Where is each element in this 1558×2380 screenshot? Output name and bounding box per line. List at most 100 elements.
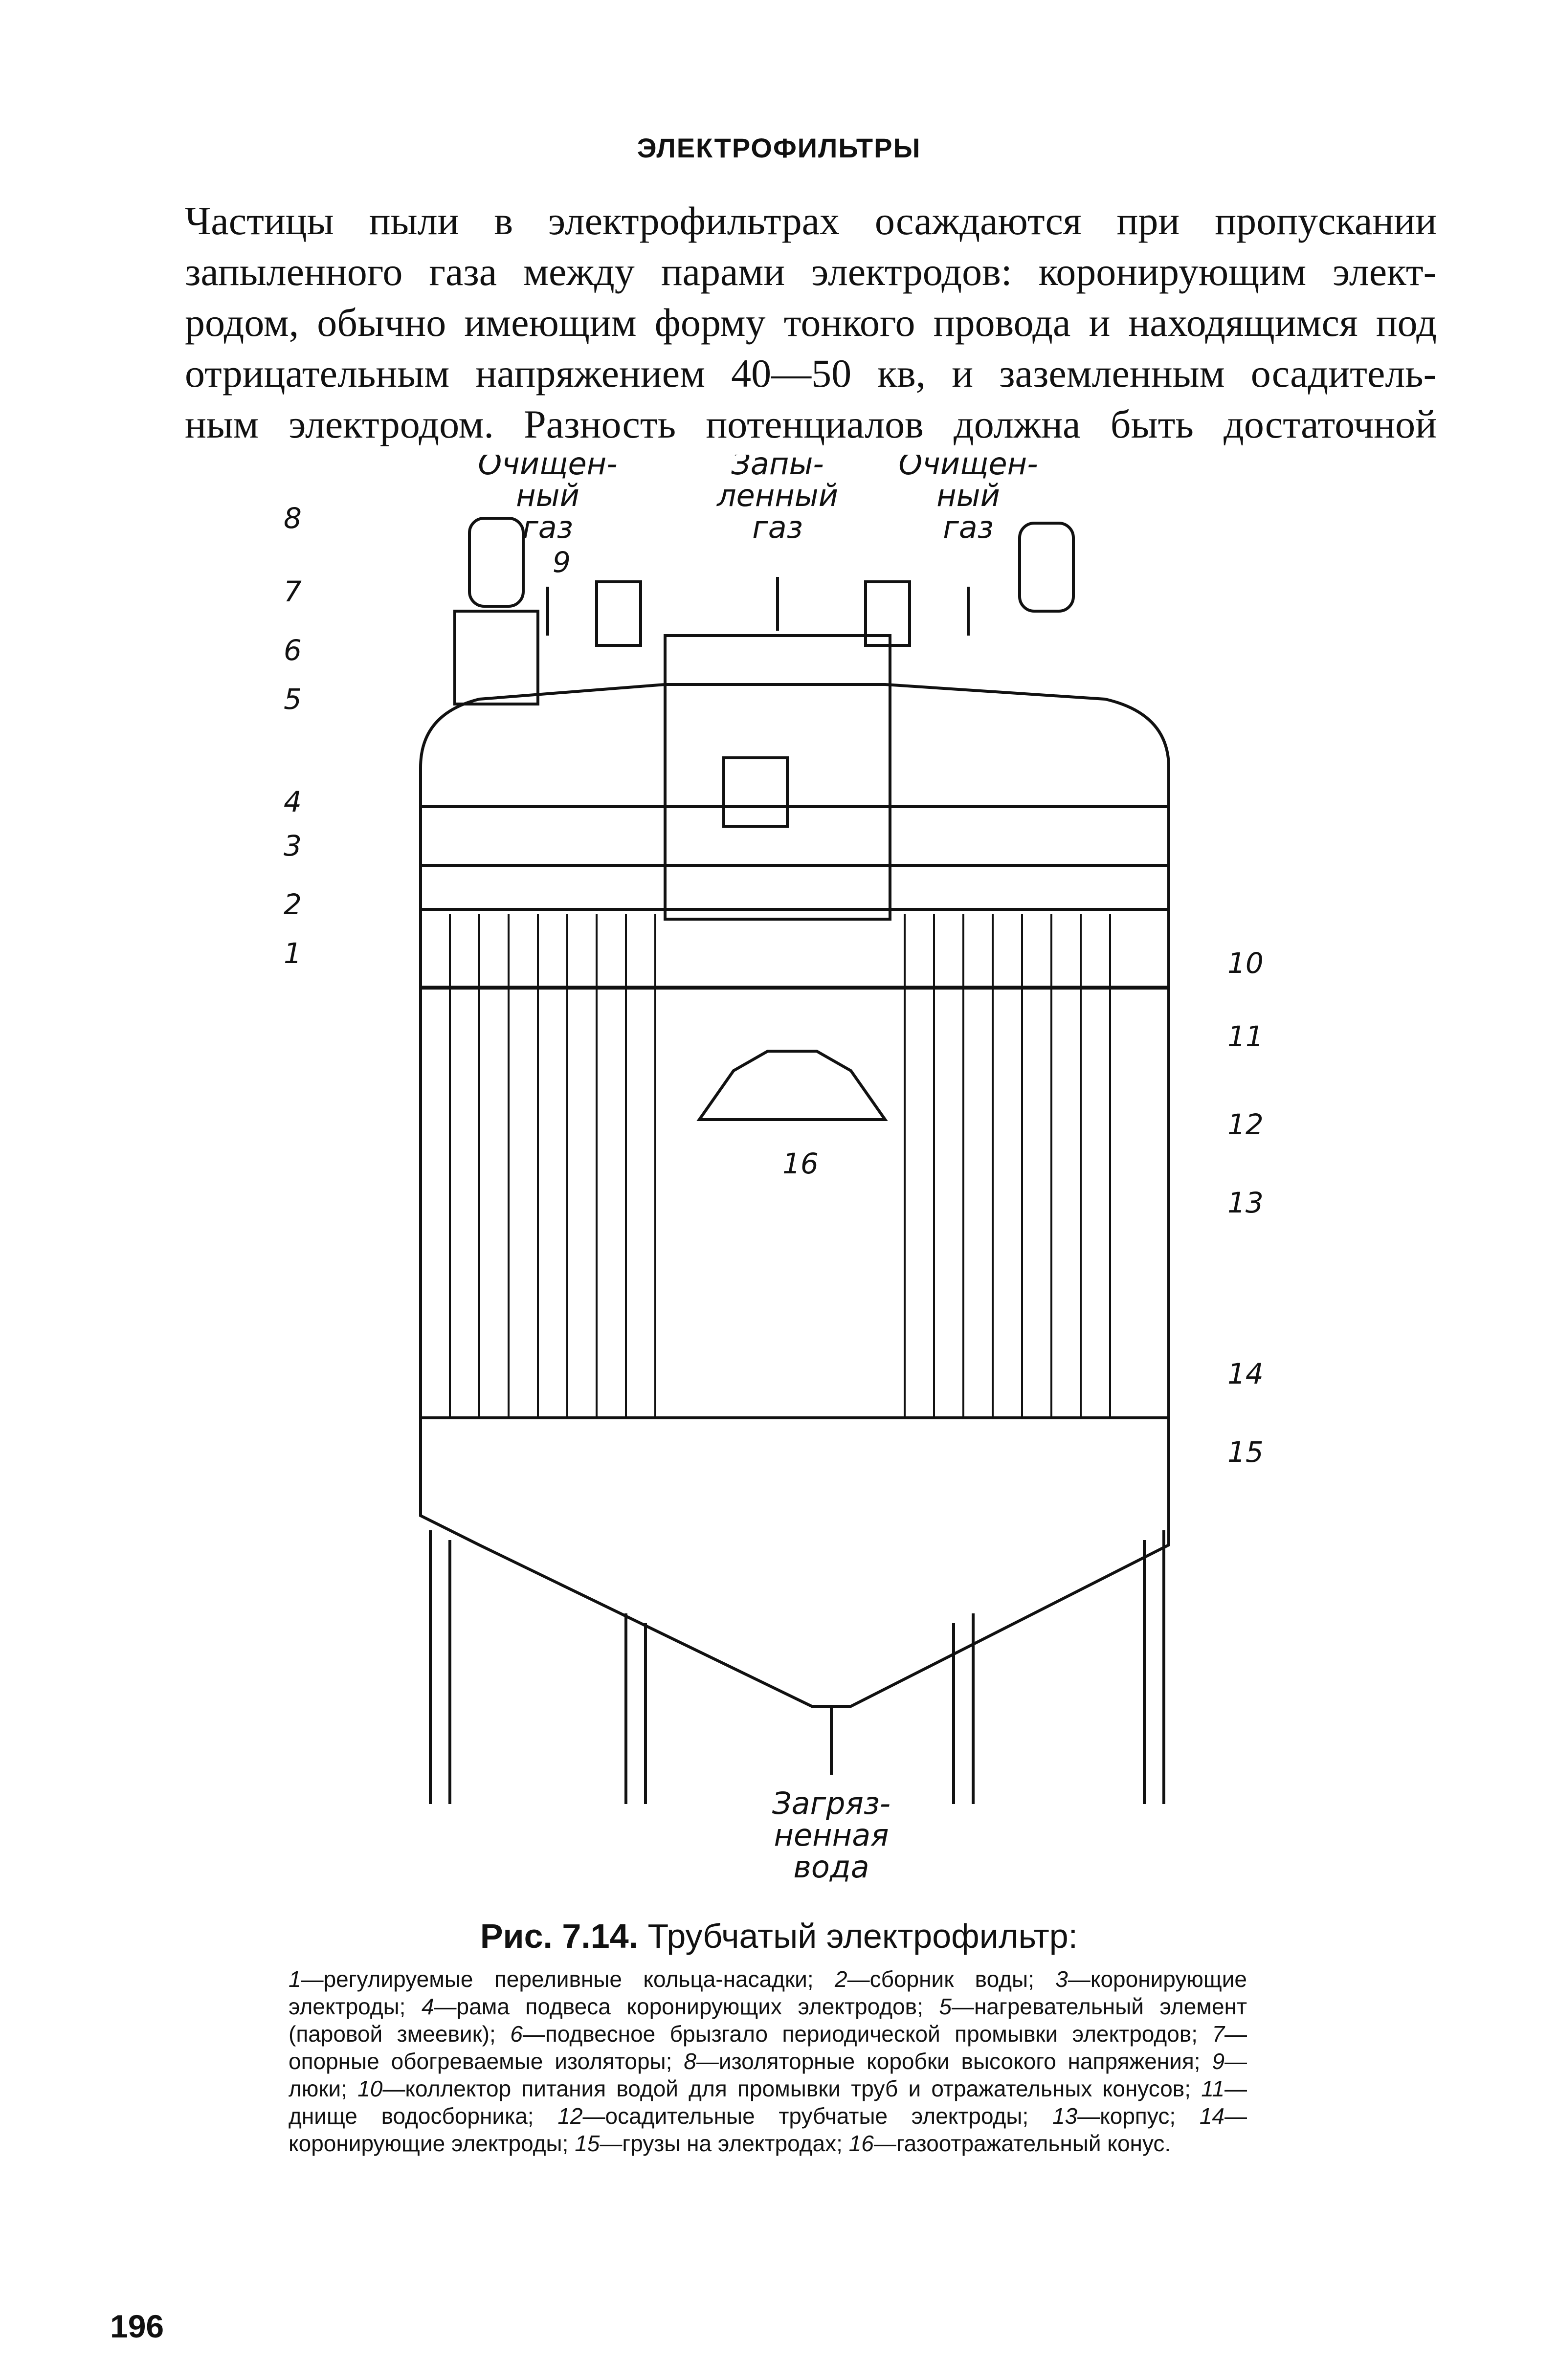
legend-num: 10 <box>357 2076 383 2101</box>
legend-item: 13—корпус; <box>1052 2103 1200 2129</box>
legend-num: 5 <box>939 1994 952 2019</box>
callout-1: 1 <box>284 937 302 970</box>
legend-item: 3—коронирующие электроды; <box>289 1966 1247 2019</box>
flow-label-line: вода <box>793 1849 869 1885</box>
hatch-left <box>595 580 642 647</box>
legend-num: 12 <box>557 2103 583 2129</box>
legend-text: —опорные обогреваемые изоляторы; <box>289 2021 1247 2074</box>
legend-text: —днище водосборника; <box>289 2076 1247 2129</box>
legend-item: 4—рама подвеса коронирующих электродов; <box>422 1994 939 2019</box>
flow-label-line: газ <box>752 509 803 545</box>
legend-item: 9—люки; <box>289 2049 1247 2101</box>
legend-item: 14—коронирующие электроды; <box>289 2103 1247 2156</box>
callout-15: 15 <box>1227 1435 1264 1469</box>
callout-9: 9 <box>553 546 571 579</box>
callout-10: 10 <box>1227 947 1264 980</box>
body-line: запыленного газа между парами электродов… <box>185 249 1437 294</box>
callout-2: 2 <box>284 888 302 921</box>
legend-text: —подвесное брызгало периодической промыв… <box>522 2021 1198 2047</box>
legend-item: 12—осадительные трубчатые электроды; <box>557 2103 1052 2129</box>
legend-item: 6—подвесное брызгало периодической промы… <box>510 2021 1212 2047</box>
body-line: отрицательным напряжением 40—50 кв, и за… <box>185 351 1437 396</box>
legend-text: —нагревательный элемент (паровой змеевик… <box>289 1994 1247 2047</box>
legend-item: 1—регулируемые переливные кольца-насадки… <box>289 1966 835 1992</box>
legend-item: 2—сборник воды; <box>835 1966 1055 1992</box>
legend-num: 13 <box>1052 2103 1078 2129</box>
flow-label-line: газ <box>943 509 994 545</box>
legend-num: 6 <box>510 2021 523 2047</box>
legend-num: 4 <box>421 1994 434 2019</box>
gas-inlet-chamber <box>664 634 891 921</box>
insulator-box-left <box>468 517 525 608</box>
legend-item: 7—опорные обогреваемые изоляторы; <box>289 2021 1247 2074</box>
flow-label-dusty-gas: Запы- <box>731 455 824 482</box>
callout-5: 5 <box>284 683 302 716</box>
electrofilter-figure: Очищен- ный газ Запы- ленный газ Очищен-… <box>274 455 1301 1892</box>
flow-label-dirty-water: Загряз- <box>772 1785 890 1821</box>
legend-text: —осадительные трубчатые электроды; <box>582 2103 1029 2129</box>
legend-text: —коронирующие электроды; <box>289 2103 1247 2156</box>
legend-item: 11—днище водосборника; <box>289 2076 1247 2129</box>
body-paragraph: Частицы пыли в электрофильтрах осаждаютс… <box>185 196 1437 450</box>
callout-16: 16 <box>782 1147 819 1180</box>
callout-3: 3 <box>284 829 302 862</box>
figure-title: Трубчатый электрофильтр: <box>647 1917 1078 1955</box>
callout-13: 13 <box>1227 1186 1264 1219</box>
legend-num: 11 <box>1201 2076 1225 2101</box>
inspection-hatch <box>722 756 789 828</box>
figure-caption-title: Рис. 7.14. Трубчатый электрофильтр: <box>0 1917 1558 1956</box>
legend-text: —коронирующие электроды; <box>289 1966 1247 2019</box>
legend-num: 7 <box>1212 2021 1225 2047</box>
running-title: ЭЛЕКТРОФИЛЬТРЫ <box>637 132 921 163</box>
hatch-right <box>864 580 911 647</box>
callout-4: 4 <box>284 785 302 818</box>
gas-deflector-cone <box>696 1050 888 1121</box>
body-shell <box>419 683 1170 1708</box>
callout-12: 12 <box>1227 1108 1264 1141</box>
legend-num: 9 <box>1212 2049 1225 2074</box>
legend-num: 8 <box>684 2049 696 2074</box>
figure-number: Рис. 7.14. <box>480 1917 639 1955</box>
legend-num: 2 <box>834 1966 847 1992</box>
flow-label-line: газ <box>522 509 573 545</box>
legend-item: 16—газоотражательный конус. <box>849 2131 1171 2156</box>
legend-text: —грузы на электродах; <box>600 2131 843 2156</box>
flow-label-clean-gas-right: Очищен- <box>898 455 1038 482</box>
callout-7: 7 <box>284 575 302 608</box>
legend-text: —корпус; <box>1077 2103 1176 2129</box>
body-line: родом, обычно имеющим форму тонкого пров… <box>185 300 1437 345</box>
legend-text: —рама подвеса коронирующих электродов; <box>434 1994 923 2019</box>
page-number: 196 <box>110 2308 164 2344</box>
legend-text: —газоотражательный конус. <box>873 2131 1171 2156</box>
body-line: Частицы пыли в электрофильтрах осаждаютс… <box>185 198 1437 243</box>
figure-legend: 1—регулируемые переливные кольца-насадки… <box>289 1965 1247 2157</box>
flow-label-line: ный <box>516 478 579 513</box>
flow-label-clean-gas-left: Очищен- <box>478 455 617 482</box>
legend-text: —изоляторные коробки высокого напряжения… <box>696 2049 1201 2074</box>
callout-14: 14 <box>1227 1357 1264 1390</box>
legend-text: —коллектор питания водой для промывки тр… <box>382 2076 1191 2101</box>
body-line: ным электродом. Разность потенциалов дол… <box>185 402 1437 446</box>
callout-6: 6 <box>284 634 302 667</box>
legend-text: —сборник воды; <box>847 1966 1034 1992</box>
electrofilter-drawing: Очищен- ный газ Запы- ленный газ Очищен-… <box>284 455 1264 1885</box>
legend-num: 3 <box>1055 1966 1068 1992</box>
legend-text: —регулируемые переливные кольца-насадки; <box>301 1966 814 1992</box>
legend-num: 16 <box>848 2131 874 2156</box>
left-tube-bank <box>449 914 656 1418</box>
callout-8: 8 <box>284 502 302 535</box>
right-tube-bank <box>904 914 1111 1418</box>
flow-label-line: ный <box>936 478 1000 513</box>
legend-item: 15—грузы на электродах; <box>575 2131 848 2156</box>
legend-num: 14 <box>1199 2103 1224 2129</box>
callout-11: 11 <box>1227 1020 1264 1053</box>
flow-label-line: ленный <box>716 478 838 513</box>
legend-num: 1 <box>289 1966 301 1992</box>
legend-text: —люки; <box>289 2049 1247 2101</box>
legend-item: 10—коллектор питания водой для промывки … <box>357 2076 1201 2101</box>
legend-num: 15 <box>575 2131 600 2156</box>
legend-item: 8—изоляторные коробки высокого напряжени… <box>684 2049 1212 2074</box>
insulator-box-right <box>1018 522 1075 613</box>
flow-label-line: ненная <box>774 1817 889 1853</box>
legend-item: 5—нагревательный элемент (паровой змееви… <box>289 1994 1247 2047</box>
